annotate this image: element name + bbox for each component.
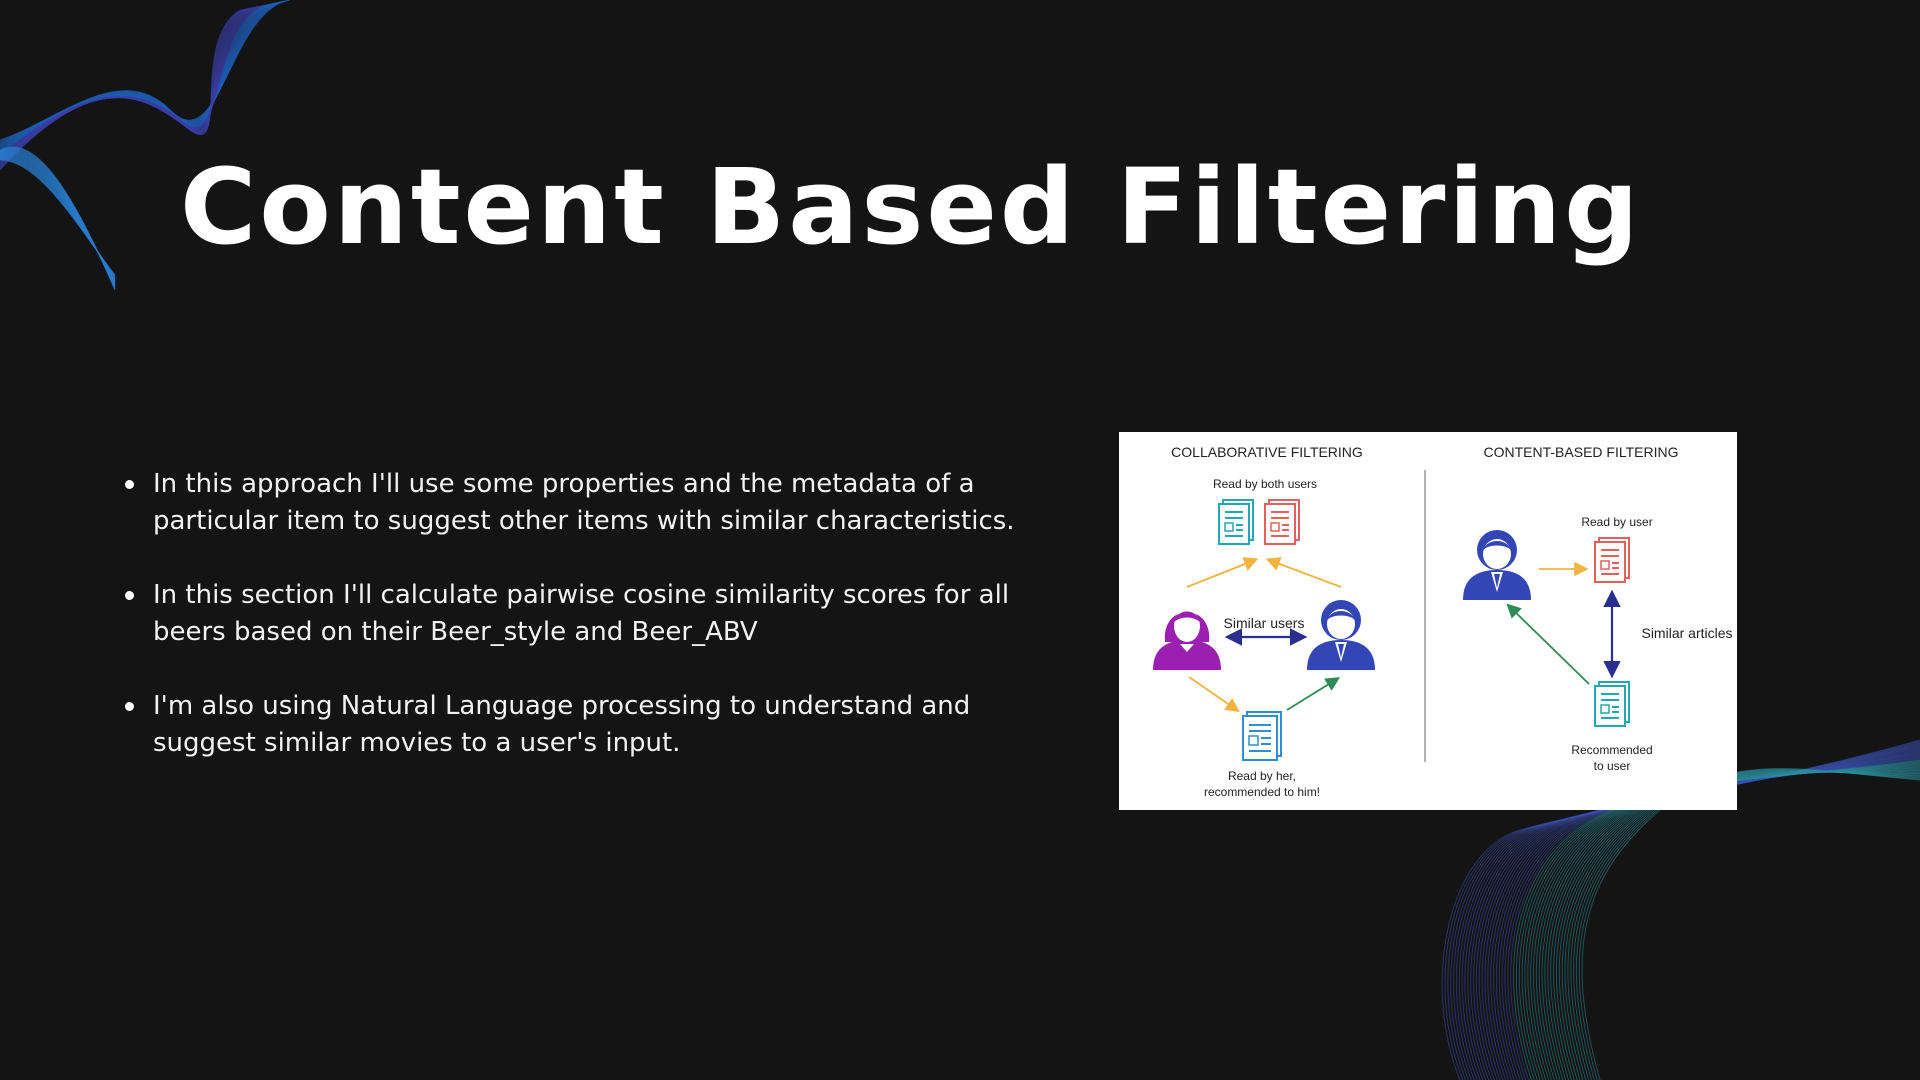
female-user-icon — [1153, 610, 1221, 670]
arrow — [1506, 603, 1590, 685]
bullet-item: In this section I'll calculate pairwise … — [125, 577, 1025, 651]
bullet-dot-icon — [125, 702, 134, 711]
arrow — [1265, 557, 1342, 588]
document-icon — [1594, 537, 1630, 583]
read-by-both-label: Read by both users — [1213, 477, 1317, 491]
bullet-item: In this approach I'll use some propertie… — [125, 466, 1025, 540]
document-icon — [1218, 499, 1254, 545]
similar-users-label: Similar users — [1224, 615, 1305, 631]
slide-title: Content Based Filtering — [180, 146, 1642, 268]
collab-title: COLLABORATIVE FILTERING — [1171, 444, 1363, 460]
recommended-to-him-label: recommended to him! — [1204, 785, 1320, 799]
arrow — [1286, 677, 1341, 711]
bullet-item: I'm also using Natural Language processi… — [125, 688, 1025, 762]
document-icon — [1594, 681, 1630, 727]
content-title: CONTENT-BASED FILTERING — [1484, 444, 1679, 460]
user-icon — [1463, 530, 1531, 600]
similar-articles-label: Similar articles — [1641, 625, 1732, 641]
male-user-icon — [1307, 600, 1375, 670]
read-by-her-label: Read by her, — [1228, 769, 1296, 783]
recommended-label: Recommended — [1571, 743, 1652, 757]
bullet-text: In this section I'll calculate pairwise … — [153, 580, 1010, 647]
arrow — [1186, 557, 1259, 588]
bullet-text: In this approach I'll use some propertie… — [153, 469, 1015, 536]
filtering-diagram: COLLABORATIVE FILTERING CONTENT-BASED FI… — [1119, 432, 1737, 810]
bullet-dot-icon — [125, 591, 134, 600]
document-icon — [1242, 711, 1282, 761]
bullet-text: I'm also using Natural Language processi… — [153, 691, 971, 758]
read-by-user-label: Read by user — [1581, 515, 1652, 529]
to-user-label: to user — [1594, 759, 1631, 773]
document-icon — [1264, 499, 1300, 545]
arrow — [1188, 676, 1240, 713]
bullet-list: In this approach I'll use some propertie… — [125, 466, 1025, 799]
bullet-dot-icon — [125, 480, 134, 489]
